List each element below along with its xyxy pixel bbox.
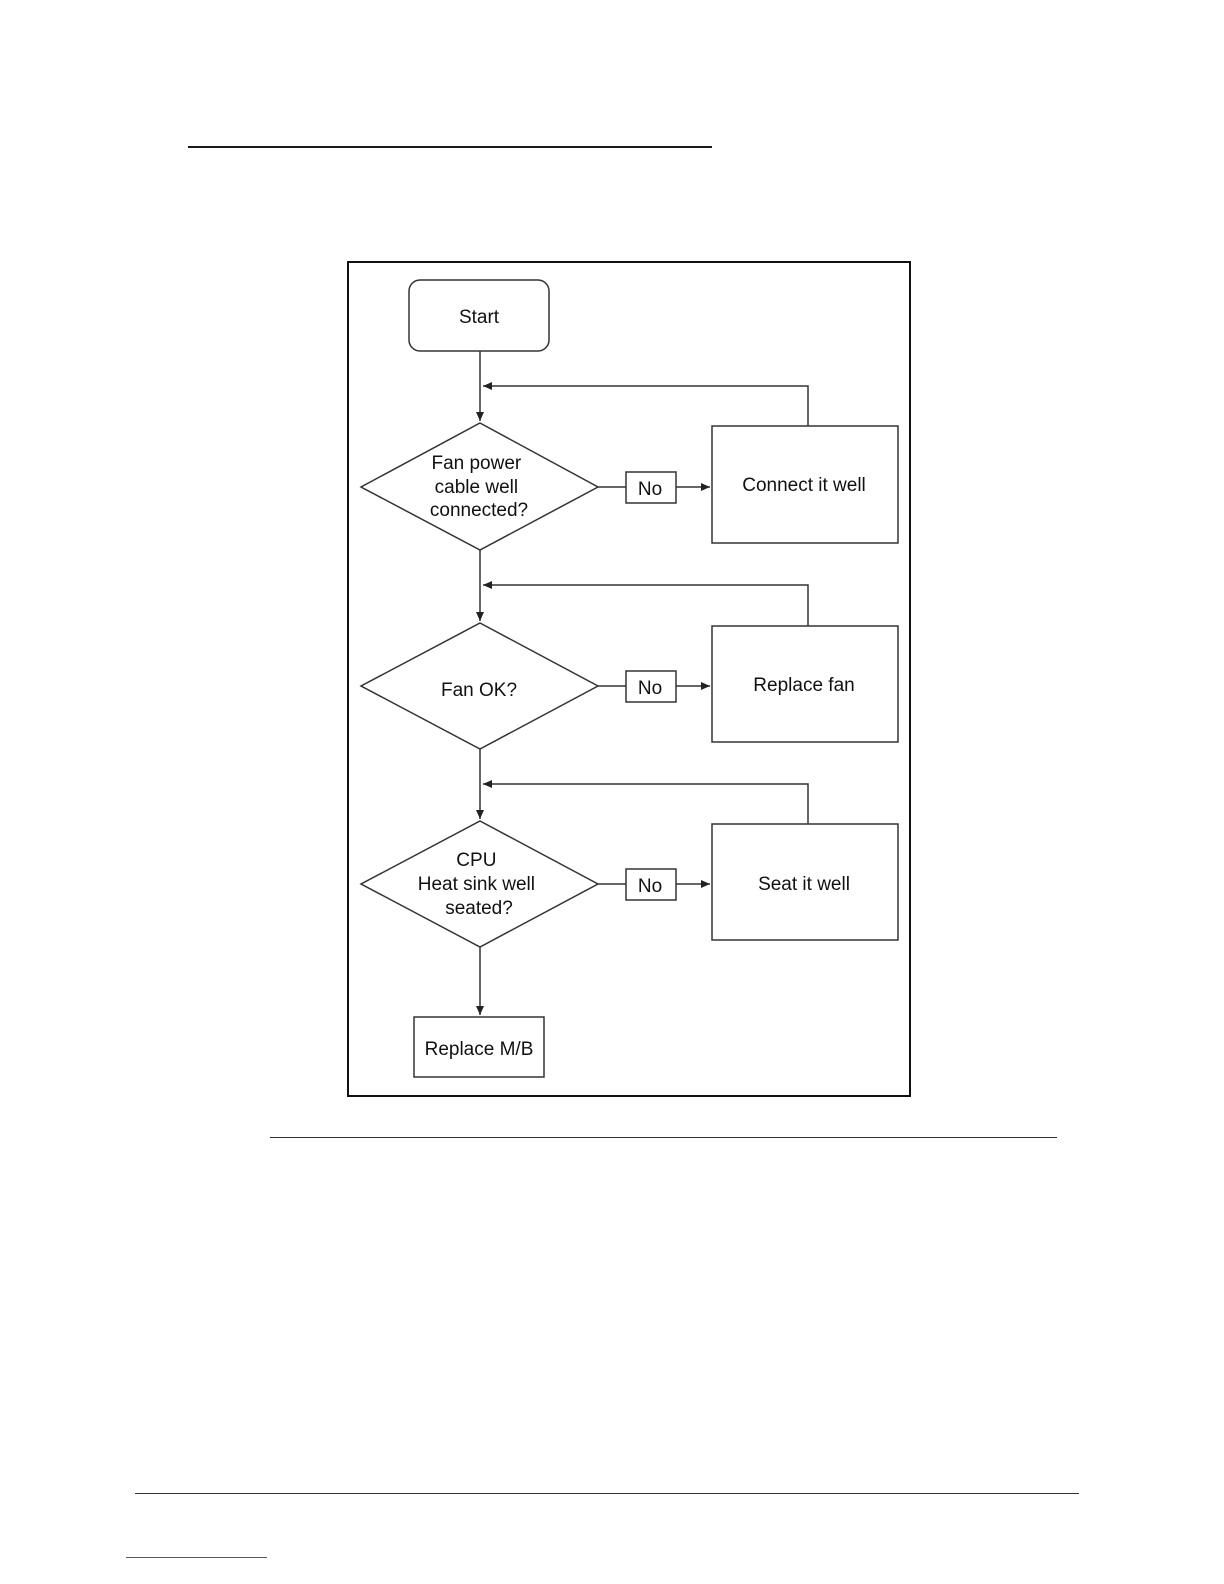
svg-text:Replace fan: Replace fan	[753, 675, 854, 696]
svg-text:Fan power cable well: Fan power cable well connected?	[430, 453, 528, 521]
svg-text:No: No	[638, 479, 662, 500]
svg-text:Connect it well: Connect it well	[742, 475, 866, 496]
footer-divider	[135, 1493, 1079, 1494]
decision-3-line-2: Heat sink well	[418, 874, 535, 895]
svg-text:No: No	[638, 876, 662, 897]
no-label-2: No	[626, 671, 676, 702]
decision-1-line-3: connected?	[430, 500, 528, 521]
action-connect-it-well: Connect it well	[712, 426, 898, 543]
action-replace-fan: Replace fan	[712, 626, 898, 742]
decision-1-line-1: Fan power	[431, 453, 521, 474]
action-seat-it-well: Seat it well	[712, 824, 898, 940]
end-node-replace-mb: Replace M/B	[414, 1017, 544, 1077]
footer-link-underline	[126, 1557, 267, 1558]
svg-text:Seat it well: Seat it well	[758, 874, 850, 895]
no-label-1: No	[626, 472, 676, 503]
decision-2-line-1: Fan OK?	[441, 680, 517, 701]
caption-divider	[270, 1137, 1057, 1138]
decision-1-line-2: cable well	[435, 477, 518, 498]
svg-text:Replace M/B: Replace M/B	[425, 1039, 534, 1060]
no-label-3: No	[626, 869, 676, 900]
decision-3-line-1: CPU	[456, 850, 496, 871]
decision-3-line-3: seated?	[445, 898, 513, 919]
start-label: Start	[459, 307, 500, 328]
start-node: Start	[409, 280, 549, 351]
svg-text:No: No	[638, 678, 662, 699]
